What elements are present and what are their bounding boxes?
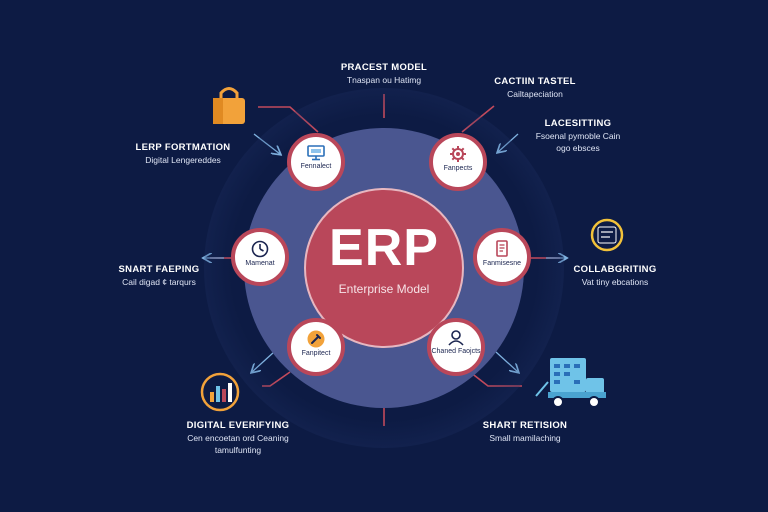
label-title: CACTIIN TASTEL xyxy=(494,76,576,87)
label-lacesitting: LACESITTING Fsoenal pymoble Cain ogo ebs… xyxy=(528,118,628,154)
label-cactiin-tastel: CACTIIN TASTEL Cailtapeciation xyxy=(480,76,590,100)
label-title: PRACEST MODEL xyxy=(340,62,428,73)
node-label: Chaned Faojcts xyxy=(431,348,481,355)
label-snart-faeping: SNART FAEPING Cail digad ¢ tarqurs xyxy=(104,264,214,288)
gear-icon xyxy=(450,146,466,162)
document-icon xyxy=(496,240,508,257)
label-title: SHART RETISION xyxy=(482,420,568,431)
label-pracest-model: PRACEST MODEL Tnaspan ou Hatimg xyxy=(324,62,444,86)
label-lerp-fortmation: LERP FORTMATION Digital Lengereddes xyxy=(128,142,238,166)
node-label: Fanpects xyxy=(443,165,473,172)
label-subtitle: Tnaspan ou Hatimg xyxy=(346,75,422,85)
padlock-bag-icon xyxy=(213,87,245,124)
node-fanmisesne[interactable]: Fanmisesne xyxy=(473,228,531,286)
badge-icon xyxy=(590,218,624,252)
label-shart-retision: SHART RETISION Small mamilaching xyxy=(470,420,580,444)
label-subtitle: Cail digad ¢ tarqurs xyxy=(122,277,196,287)
label-subtitle: Digital Lengereddes xyxy=(145,155,221,165)
label-title: DIGITAL EVERIFYING xyxy=(186,420,290,431)
label-subtitle: Fsoenal pymoble Cain ogo ebsces xyxy=(535,131,621,153)
label-subtitle: Small mamilaching xyxy=(489,433,561,443)
core-subtitle: Enterprise Model xyxy=(338,282,430,296)
node-fennalect[interactable]: Fennalect xyxy=(287,133,345,191)
core-title: ERP xyxy=(329,219,439,277)
node-mamenat[interactable]: Mamenat xyxy=(231,228,289,286)
label-title: COLLABGRITING xyxy=(573,264,657,275)
wrench-icon xyxy=(307,330,325,348)
label-title: LERP FORTMATION xyxy=(135,142,231,153)
node-label: Fanpitect xyxy=(301,350,331,357)
label-subtitle: Cen encoetan ord Ceaning tamulfunting xyxy=(187,433,289,455)
clock-icon xyxy=(251,240,269,258)
node-fanpitect[interactable]: Fanpitect xyxy=(287,318,345,376)
people-icon xyxy=(448,330,464,346)
node-label: Mamenat xyxy=(245,260,275,267)
label-subtitle: Cailtapeciation xyxy=(507,89,563,99)
label-title: LACESITTING xyxy=(544,118,612,129)
label-title: SNART FAEPING xyxy=(118,264,200,275)
node-fanpects[interactable]: Fanpects xyxy=(429,133,487,191)
label-subtitle: Vat tiny ebcations xyxy=(581,277,649,287)
node-label: Fanmisesne xyxy=(482,260,522,267)
node-label: Fennalect xyxy=(300,163,332,170)
node-chaned-faojcts[interactable]: Chaned Faojcts xyxy=(427,318,485,376)
label-digital-everifying: DIGITAL EVERIFYING Cen encoetan ord Cean… xyxy=(178,420,298,456)
erp-core-circle: ERP Enterprise Model xyxy=(304,188,464,348)
bar-chart-icon xyxy=(200,372,240,412)
truck-icon xyxy=(535,358,606,408)
monitor-icon xyxy=(307,145,325,161)
label-collabgriting: COLLABGRITING Vat tiny ebcations xyxy=(560,264,670,288)
